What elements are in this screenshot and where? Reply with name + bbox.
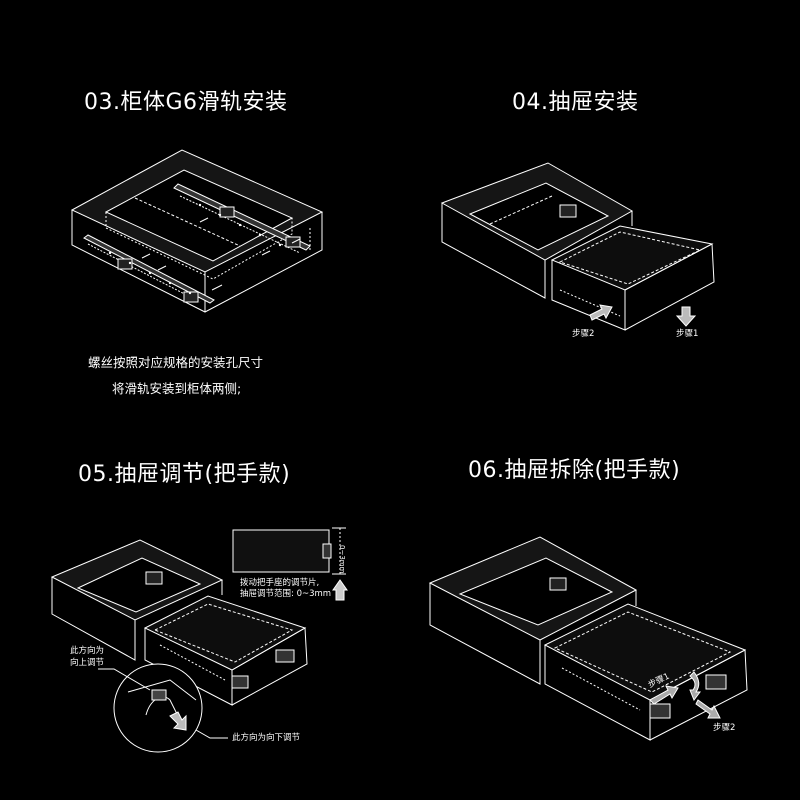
step2-arrow [696,700,720,718]
zoom-detail-circle [114,664,202,752]
step-05-adjust-line2: 抽屉调节范围: 0~3mm [240,589,332,599]
step-05-title: 05.抽屉调节(把手款) [78,462,291,487]
step1-curved-arrow [650,672,700,704]
step-06-step2-label: 步骤2 [713,723,736,733]
step-03-note-line1: 螺丝按照对应规格的安装孔尺寸 [88,355,264,370]
step1-down-arrow [677,307,695,326]
screw-arrows [142,218,300,290]
step-05-up-label-line2: 向上调节 [70,658,105,668]
left-slide-rail [84,235,214,303]
step-03-title: 03.柜体G6滑轨安装 [84,90,288,115]
down-adjust-arrow [170,712,186,730]
step-05-up-label-line1: 此方向为 [70,646,105,656]
step-03-note-line2: 将滑轨安装到柜体两侧; [112,381,242,396]
up-adjust-pointer [98,669,150,690]
step-05-adjust-line1: 拨动把手座的调节片, [240,578,320,588]
step2-arrow [590,305,612,320]
step-06-title: 06.抽屉拆除(把手款) [468,458,681,483]
step-04-title: 04.抽屉安装 [512,90,639,115]
handle-seat-detail [233,530,329,572]
step-04-step2-label: 步骤2 [572,329,595,339]
upward-adjust-arrow [333,580,347,600]
step-04-step1-label: 步骤1 [676,329,699,339]
step-05-down-label: 此方向为向下调节 [232,733,301,743]
